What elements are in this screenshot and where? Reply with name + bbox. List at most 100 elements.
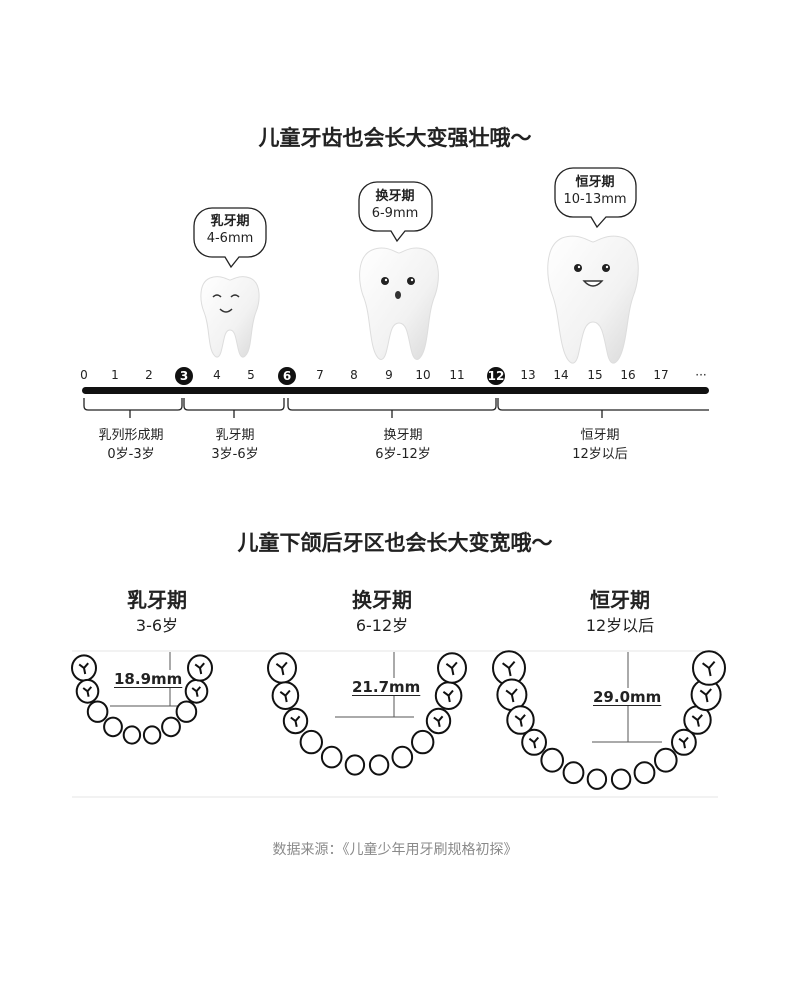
jaw-tooth xyxy=(654,747,678,773)
period-permanent-name: 恒牙期 xyxy=(580,428,620,443)
tick-label: 4 xyxy=(213,368,221,382)
width-mixed-label: 21.7mm xyxy=(350,678,423,696)
jaw-tooth xyxy=(344,754,366,776)
timeline-bar xyxy=(82,387,709,394)
jaw-tooth xyxy=(142,725,162,745)
tick-label: ··· xyxy=(695,368,707,382)
period-formation-name: 乳列形成期 xyxy=(98,428,164,443)
bubble-primary-shape xyxy=(193,207,267,269)
stage-primary-age: 3-6岁 xyxy=(135,616,179,635)
tick-label: 16 xyxy=(620,368,636,382)
tick-label: 17 xyxy=(653,368,669,382)
jaw-tooth xyxy=(610,768,632,790)
jaw-tooth-groove xyxy=(502,660,516,677)
jaw-tooth-groove xyxy=(78,662,89,675)
jaw-tooth xyxy=(586,768,608,790)
tick-label: 10 xyxy=(415,368,431,382)
period-formation: 乳列形成期 0岁-3岁 xyxy=(71,426,191,464)
period-primary-age: 3岁-6岁 xyxy=(211,447,259,462)
jaw-tooth-groove xyxy=(514,714,526,727)
tick-label: 8 xyxy=(350,368,358,382)
stage-mixed-age: 6-12岁 xyxy=(355,616,409,635)
tick-label: 2 xyxy=(145,368,153,382)
period-primary-name: 乳牙期 xyxy=(215,428,255,443)
tooth-large-icon xyxy=(547,235,639,364)
bubble-permanent: 恒牙期 10-13mm xyxy=(554,174,636,208)
bubble-primary-range: 4-6mm xyxy=(206,231,254,246)
tick-label: 1 xyxy=(111,368,119,382)
tick-label: 6 xyxy=(278,367,296,385)
tooth-small-icon xyxy=(200,276,260,358)
jaw-tooth xyxy=(368,754,390,776)
period-mixed-name: 换牙期 xyxy=(383,428,423,443)
width-primary-label: 18.9mm xyxy=(112,670,185,688)
timeline-title: 儿童牙齿也会长大变强壮哦～ xyxy=(258,126,532,150)
period-mixed-age: 6岁-12岁 xyxy=(375,447,431,462)
stage-mixed-name: 换牙期 xyxy=(352,588,412,612)
tick-label: 14 xyxy=(553,368,569,382)
jaw-tooth-groove xyxy=(442,689,454,703)
jaw-tooth-groove xyxy=(275,661,288,676)
bubble-permanent-name: 恒牙期 xyxy=(575,175,615,190)
tick-label: 3 xyxy=(175,367,193,385)
stage-permanent-age: 12岁以后 xyxy=(585,616,655,635)
stage-permanent-name: 恒牙期 xyxy=(590,588,650,612)
bubble-permanent-range: 10-13mm xyxy=(563,192,627,207)
bubble-primary: 乳牙期 4-6mm xyxy=(193,213,267,247)
jaw-teeth xyxy=(71,650,726,790)
timeline-brackets xyxy=(83,398,709,418)
jaw-tooth xyxy=(540,747,565,773)
tick-label: 7 xyxy=(316,368,324,382)
bubble-permanent-shape xyxy=(554,167,637,229)
jaw-tooth xyxy=(299,729,323,755)
jaw-tooth-groove xyxy=(290,715,301,728)
tick-label: 13 xyxy=(520,368,536,382)
jaw-tooth-groove xyxy=(528,736,540,749)
period-primary: 乳牙期 3岁-6岁 xyxy=(175,426,295,464)
width-permanent-label: 29.0mm xyxy=(591,688,664,706)
jaw-tooth-groove xyxy=(699,688,712,703)
tick-label: 11 xyxy=(449,368,465,382)
jaw-tooth-groove xyxy=(194,662,205,675)
jaw-tooth xyxy=(122,725,142,745)
bubble-primary-name: 乳牙期 xyxy=(210,214,250,229)
jaw-tooth-groove xyxy=(678,736,689,749)
jaw-tooth-groove xyxy=(433,715,444,728)
jaw-tooth xyxy=(320,745,343,769)
jaw-tooth-groove xyxy=(702,660,716,677)
tick-label: 9 xyxy=(385,368,393,382)
stage-primary-name: 乳牙期 xyxy=(127,588,187,612)
bubble-mixed: 换牙期 6-9mm xyxy=(358,188,432,222)
period-permanent-age: 12岁以后 xyxy=(572,447,628,462)
jaw-tooth-groove xyxy=(82,686,93,697)
jaw-tooth xyxy=(633,761,656,785)
jaw-tooth xyxy=(103,716,123,738)
jaw-tooth-groove xyxy=(445,661,458,676)
source-note: 数据来源：《儿童少年用牙刷规格初探》 xyxy=(272,842,518,858)
jaw-tooth xyxy=(175,700,198,723)
tick-label: 15 xyxy=(587,368,603,382)
bracket-12-plus xyxy=(497,398,709,411)
bubble-mixed-range: 6-9mm xyxy=(371,206,419,221)
tick-label: 12 xyxy=(487,367,505,385)
tick-label: 0 xyxy=(80,368,88,382)
tooth-medium-icon xyxy=(359,247,439,360)
jaw-tooth xyxy=(562,761,585,785)
period-permanent: 恒牙期 12岁以后 xyxy=(540,426,660,464)
bubble-mixed-shape xyxy=(358,181,433,243)
bracket-0-3 xyxy=(83,398,183,411)
jaw-tooth-groove xyxy=(505,688,518,703)
jaw-title: 儿童下颌后牙区也会长大变宽哦～ xyxy=(237,531,553,555)
tick-label: 5 xyxy=(247,368,255,382)
bubble-mixed-name: 换牙期 xyxy=(375,189,415,204)
jaw-tooth xyxy=(86,700,109,723)
period-mixed: 换牙期 6岁-12岁 xyxy=(343,426,463,464)
jaw-tooth xyxy=(391,745,414,769)
jaw-tooth-groove xyxy=(191,686,202,697)
jaw-tooth-groove xyxy=(691,714,703,727)
jaw-tooth-groove xyxy=(279,689,291,703)
